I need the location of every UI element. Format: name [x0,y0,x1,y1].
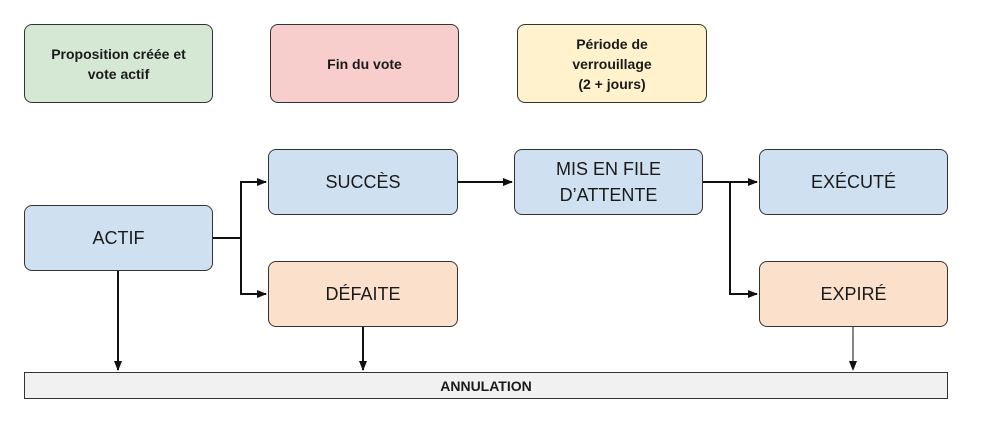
state-actif-box: ACTIF [24,205,213,271]
annulation-bar: ANNULATION [24,372,948,399]
legend-lock-period-label: Période de verrouillage (2 + jours) [572,35,652,92]
state-succes-label: SUCCÈS [325,172,401,192]
state-actif-label: ACTIF [92,228,145,248]
state-execute-box: EXÉCUTÉ [759,149,948,215]
state-succes-box: SUCCÈS [268,149,458,215]
state-expire-label: EXPIRÉ [820,284,887,304]
arrow-file-to-expire [729,182,758,298]
arrow-actif-to-succes [212,178,267,239]
state-expire-box: EXPIRÉ [759,261,948,327]
legend-end-vote-label: Fin du vote [327,55,402,72]
arrow-actif-to-defaite [240,238,267,298]
legend-proposal-label: Proposition créée et vote actif [51,45,186,82]
state-file-attente-label: MIS EN FILE D’ATTENTE [555,159,662,205]
state-file-attente-box: MIS EN FILE D’ATTENTE [514,149,703,215]
annulation-label: ANNULATION [440,377,532,394]
state-defaite-label: DÉFAITE [325,284,401,304]
state-execute-label: EXÉCUTÉ [810,172,897,192]
state-defaite-box: DÉFAITE [268,261,458,327]
legend-lock-period-box: Période de verrouillage (2 + jours) [517,24,707,103]
legend-end-vote-box: Fin du vote [270,24,459,103]
legend-proposal-box: Proposition créée et vote actif [24,24,213,103]
